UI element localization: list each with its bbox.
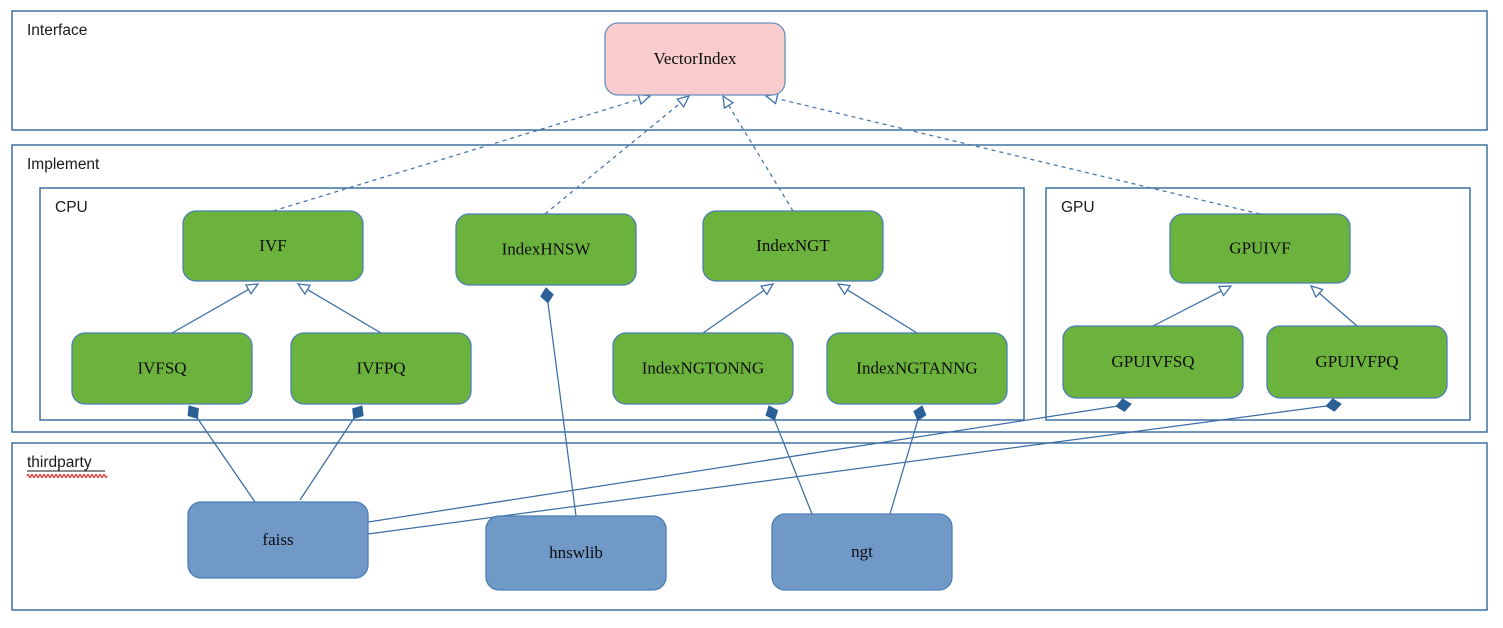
node-box-ivfsq[interactable]: [71, 332, 253, 405]
node-vectorindex[interactable]: VectorIndex: [604, 22, 786, 96]
node-indexngtonng[interactable]: IndexNGTONNG: [612, 332, 794, 405]
edge-line-e13: [367, 403, 1132, 523]
node-box-ngt[interactable]: [771, 513, 953, 591]
edge-faiss-to-ivfsq: [187, 405, 256, 503]
edge-hnswlib-to-indexhnsw: [540, 287, 577, 517]
node-box-ivfpq[interactable]: [290, 332, 472, 405]
edge-line-e17: [889, 405, 923, 515]
node-box-indexngtanng[interactable]: [826, 332, 1008, 405]
node-indexngt[interactable]: IndexNGT: [702, 210, 884, 282]
node-label-indexngtonng: IndexNGTONNG: [642, 358, 764, 377]
edge-line-e7: [702, 289, 765, 334]
node-label-indexhnsw: IndexHNSW: [502, 239, 592, 258]
edge-line-e15: [545, 287, 577, 517]
node-box-hnswlib[interactable]: [485, 515, 667, 591]
filled-diamond-marker: [187, 405, 199, 420]
node-ngt[interactable]: ngt: [771, 513, 953, 591]
node-label-faiss: faiss: [262, 530, 293, 549]
hollow-triangle-arrowhead: [836, 283, 852, 296]
container-label-thirdparty: thirdparty: [27, 454, 92, 471]
filled-diamond-marker: [1325, 398, 1342, 412]
container-label-gpu: GPU: [1061, 199, 1095, 216]
edge-faiss-to-gpuivfsq: [367, 398, 1132, 523]
edge-line-e6: [306, 288, 382, 334]
node-label-ivf: IVF: [259, 236, 286, 255]
node-box-gpuivfsq[interactable]: [1062, 325, 1244, 399]
filled-diamond-marker: [765, 405, 779, 421]
node-box-indexngtonng[interactable]: [612, 332, 794, 405]
hollow-triangle-arrowhead: [1309, 285, 1324, 299]
edge-layer: [171, 92, 1358, 535]
edge-faiss-to-gpuivfpq: [367, 398, 1342, 535]
node-gpuivfsq[interactable]: GPUIVFSQ: [1062, 325, 1244, 399]
edge-indexhnsw-to-vectorindex: [544, 95, 691, 215]
edge-line-e12: [299, 405, 363, 501]
node-label-gpuivf: GPUIVF: [1229, 238, 1290, 257]
edge-indexngtonng-to-indexngt: [702, 283, 775, 334]
edge-line-e10: [1318, 292, 1358, 327]
node-box-faiss[interactable]: [187, 501, 369, 579]
edge-gpuivfsq-to-gpuivf: [1152, 285, 1233, 327]
node-ivfpq[interactable]: IVFPQ: [290, 332, 472, 405]
hollow-triangle-arrowhead: [244, 283, 260, 295]
edge-line-e2: [544, 102, 682, 215]
edge-ngt-to-indexngtanng: [889, 405, 927, 515]
node-gpuivf[interactable]: GPUIVF: [1169, 213, 1351, 284]
edge-indexngtanng-to-indexngt: [836, 283, 918, 334]
hollow-triangle-arrowhead: [760, 283, 775, 296]
filled-diamond-marker: [352, 405, 364, 420]
node-box-indexhnsw[interactable]: [455, 213, 637, 286]
node-box-gpuivf[interactable]: [1169, 213, 1351, 284]
hollow-triangle-arrowhead: [296, 283, 312, 296]
container-label-implement: Implement: [27, 156, 100, 173]
filled-diamond-marker: [1115, 398, 1132, 412]
node-gpuivfpq[interactable]: GPUIVFPQ: [1266, 325, 1448, 399]
edge-indexngt-to-vectorindex: [722, 94, 794, 212]
container-label-interface: Interface: [27, 22, 87, 39]
edge-ivfpq-to-ivf: [296, 283, 382, 334]
node-label-indexngt: IndexNGT: [756, 236, 830, 255]
node-ivfsq[interactable]: IVFSQ: [71, 332, 253, 405]
edge-line-e4: [776, 97, 1261, 215]
node-box-indexngt[interactable]: [702, 210, 884, 282]
node-indexhnsw[interactable]: IndexHNSW: [455, 213, 637, 286]
edge-faiss-to-ivfpq: [299, 405, 364, 501]
edge-ngt-to-indexngtonng: [765, 405, 813, 515]
node-box-gpuivfpq[interactable]: [1266, 325, 1448, 399]
container-label-cpu: CPU: [55, 199, 88, 216]
node-label-ivfpq: IVFPQ: [356, 358, 405, 377]
node-label-vectorindex: VectorIndex: [653, 49, 737, 68]
filled-diamond-marker: [540, 287, 554, 304]
filled-diamond-marker: [913, 405, 927, 422]
hollow-triangle-arrowhead: [676, 95, 691, 109]
node-ivf[interactable]: IVF: [182, 210, 364, 282]
node-box-vectorindex[interactable]: [604, 22, 786, 96]
node-label-ivfsq: IVFSQ: [137, 358, 186, 377]
node-label-gpuivfpq: GPUIVFPQ: [1315, 352, 1398, 371]
node-indexngtanng[interactable]: IndexNGTANNG: [826, 332, 1008, 405]
edge-line-e14: [367, 403, 1342, 535]
node-label-gpuivfsq: GPUIVFSQ: [1111, 352, 1194, 371]
edge-line-e11: [188, 405, 256, 503]
node-box-ivf[interactable]: [182, 210, 364, 282]
node-label-indexngtanng: IndexNGTANNG: [856, 358, 977, 377]
edge-line-e9: [1152, 290, 1222, 327]
hollow-triangle-arrowhead: [1217, 285, 1233, 297]
node-label-hnswlib: hnswlib: [549, 543, 603, 562]
node-faiss[interactable]: faiss: [187, 501, 369, 579]
edge-line-e16: [768, 405, 813, 515]
edge-ivfsq-to-ivf: [171, 283, 260, 334]
spellcheck-squiggle: [26, 473, 108, 479]
edge-line-e5: [171, 288, 250, 334]
edge-line-e8: [846, 289, 918, 334]
node-label-ngt: ngt: [851, 542, 873, 561]
edge-gpuivfpq-to-gpuivf: [1309, 285, 1358, 327]
hollow-triangle-arrowhead: [722, 94, 735, 110]
node-hnswlib[interactable]: hnswlib: [485, 515, 667, 591]
